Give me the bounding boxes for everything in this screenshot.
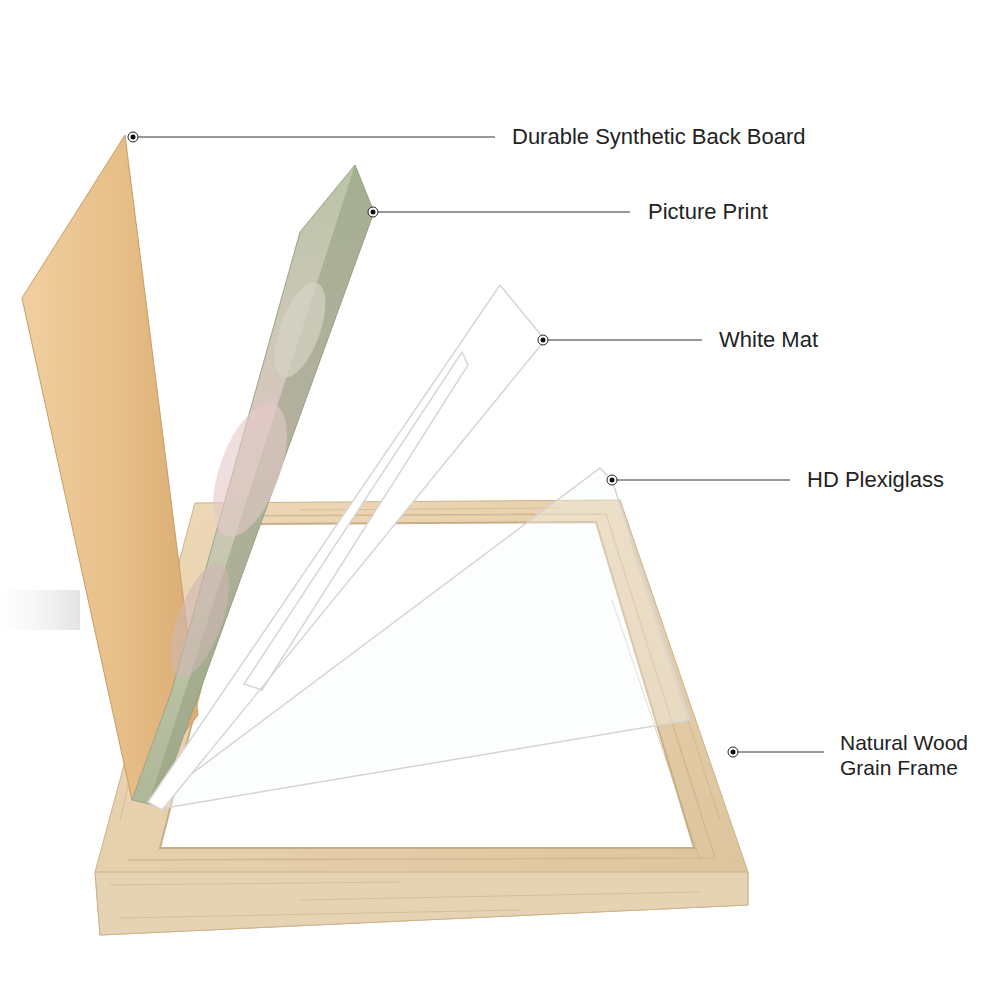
white-mat [148, 285, 545, 810]
leader-lines [128, 132, 824, 757]
part-label: White Mat [719, 327, 818, 353]
part-label: Picture Print [648, 199, 768, 225]
shadow [0, 590, 80, 630]
picture-print [132, 165, 374, 806]
part-label: Natural Wood Grain Frame [840, 730, 995, 780]
part-label: HD Plexiglass [807, 467, 944, 493]
part-label: Durable Synthetic Back Board [512, 124, 806, 150]
